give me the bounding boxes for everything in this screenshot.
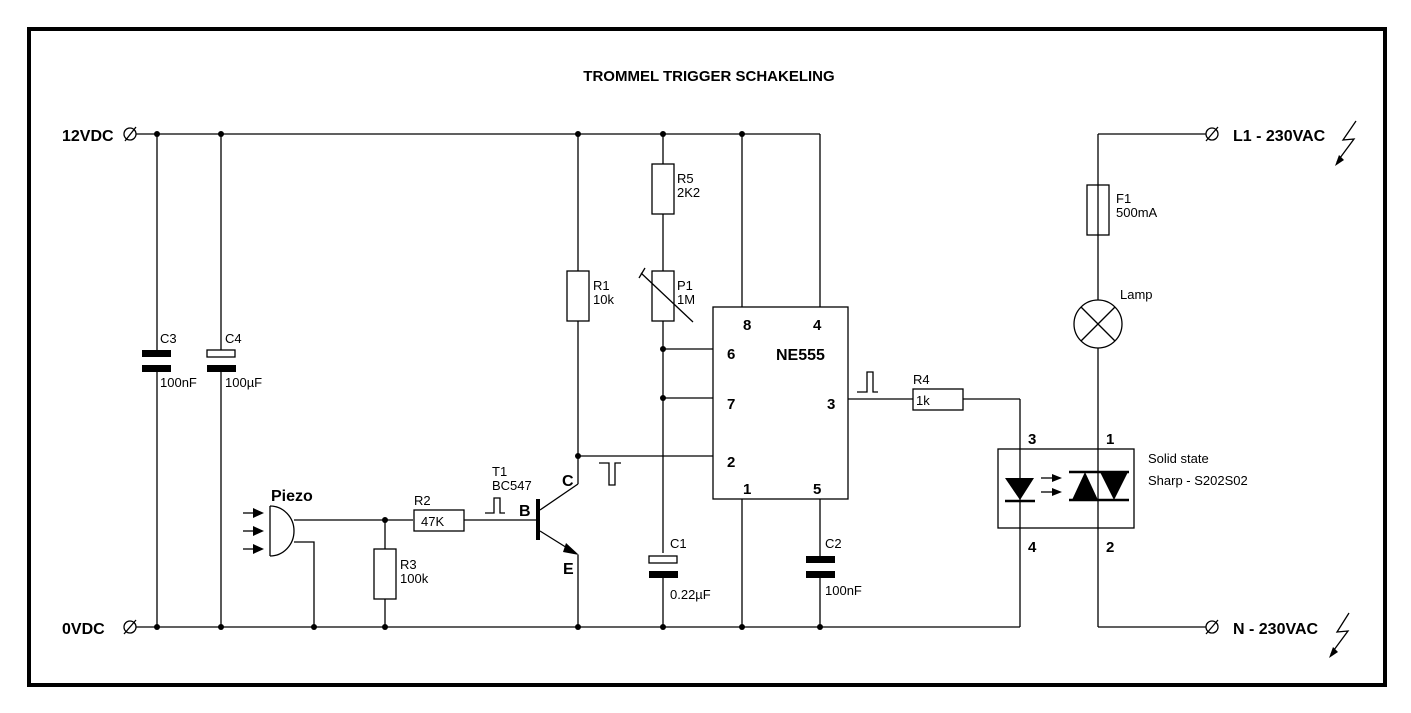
capacitor-c1: C1 0.22µF: [648, 536, 711, 627]
r3-value: 100k: [400, 571, 429, 586]
ssr-label-line2: Sharp - S202S02: [1148, 473, 1248, 488]
line-terminal: L1 - 230VAC: [1205, 120, 1357, 166]
ic-pin-5: 5: [813, 481, 821, 498]
ssr-pin-1: 1: [1106, 431, 1114, 448]
potentiometer-p1: P1 1M: [638, 267, 695, 553]
resistor-r2: R2 47K: [413, 493, 536, 532]
piezo-sensor: Piezo: [243, 488, 413, 627]
triac-icon: [1069, 470, 1129, 502]
ic-pin-4: 4: [813, 317, 822, 334]
r2-value: 47K: [421, 514, 444, 529]
emitter-arrow-icon: [563, 543, 579, 555]
transistor-t1: T1 BC547 B C E: [492, 456, 579, 627]
negative-pulse-icon: [599, 462, 621, 486]
mains-circuit: F1 500mA: [1086, 133, 1206, 628]
resistor-r3: R3 100k: [373, 517, 429, 627]
r2-ref: R2: [414, 493, 431, 508]
terminal-icon: [123, 620, 137, 634]
c3-value: 100nF: [160, 375, 197, 390]
ic-label: NE555: [776, 347, 825, 364]
capacitor-c2: C2 100nF: [806, 536, 862, 627]
positive-pulse-icon: [485, 497, 505, 514]
p1-value: 1M: [677, 292, 695, 307]
c4-value: 100µF: [225, 375, 262, 390]
r1-ref: R1: [593, 278, 610, 293]
piezo-label: Piezo: [271, 488, 313, 505]
capacitor-c4: C4 100µF: [206, 134, 262, 627]
ssr-pin-3: 3: [1028, 431, 1036, 448]
terminal-icon: [1205, 127, 1219, 141]
t1-pin-c: C: [562, 473, 574, 490]
lamp: Lamp: [1073, 287, 1153, 349]
f1-value: 500mA: [1116, 205, 1158, 220]
led-icon: [1005, 478, 1034, 500]
capacitor-c3: C3 100nF: [142, 134, 197, 627]
trigger-link: [575, 453, 713, 486]
positive-pulse-icon: [857, 371, 878, 393]
input-arrows-icon: [243, 508, 264, 554]
neutral-label: N - 230VAC: [1233, 621, 1319, 638]
resistor-r4: R4 1k: [848, 371, 1021, 449]
ic-pin-6: 6: [727, 346, 735, 363]
ic-pin-1: 1: [743, 481, 751, 498]
ssr-pin-2: 2: [1106, 539, 1114, 556]
c4-ref: C4: [225, 331, 242, 346]
solid-state-relay: 3 1 4 2 Solid state Sharp - S202S02: [997, 431, 1248, 556]
ssr-pin-4: 4: [1028, 539, 1037, 556]
ic-pin-3: 3: [827, 396, 835, 413]
diagram-title: TROMMEL TRIGGER SCHAKELING: [583, 68, 834, 85]
neutral-terminal: N - 230VAC: [1205, 612, 1350, 658]
f1-ref: F1: [1116, 191, 1131, 206]
threshold-discharge-links: [660, 346, 713, 401]
c1-ref: C1: [670, 536, 687, 551]
vcc-label: 12VDC: [62, 128, 114, 145]
resistor-r1: R1 10k: [566, 134, 614, 456]
variable-arrow-icon: [640, 272, 694, 323]
t1-pin-e: E: [563, 561, 574, 578]
r5-value: 2K2: [677, 185, 700, 200]
vcc-terminal: 12VDC: [62, 126, 137, 145]
high-voltage-icon: [1329, 612, 1350, 658]
lamp-label: Lamp: [1120, 287, 1153, 302]
vcc-rail: [136, 133, 821, 307]
c2-ref: C2: [825, 536, 842, 551]
r4-ref: R4: [913, 372, 930, 387]
c3-ref: C3: [160, 331, 177, 346]
ic-ne555: NE555 8 4 6 7 2 3 1 5: [712, 134, 849, 627]
p1-ref: P1: [677, 278, 693, 293]
ic-pin-7: 7: [727, 396, 735, 413]
ic-pin-2: 2: [727, 454, 735, 471]
gnd-terminal: 0VDC: [62, 619, 137, 638]
c2-value: 100nF: [825, 583, 862, 598]
t1-ref: T1: [492, 464, 507, 479]
gnd-label: 0VDC: [62, 621, 105, 638]
ic-pin-8: 8: [743, 317, 751, 334]
line-label: L1 - 230VAC: [1233, 128, 1326, 145]
ssr-label-line1: Solid state: [1148, 451, 1209, 466]
high-voltage-icon: [1335, 120, 1357, 166]
terminal-icon: [1205, 620, 1219, 634]
r3-ref: R3: [400, 557, 417, 572]
t1-value: BC547: [492, 478, 532, 493]
r1-value: 10k: [593, 292, 614, 307]
resistor-r5: R5 2K2: [651, 134, 700, 271]
light-arrows-icon: [1041, 474, 1062, 496]
r4-value: 1k: [916, 393, 930, 408]
c1-value: 0.22µF: [670, 587, 711, 602]
terminal-icon: [123, 127, 137, 141]
t1-pin-b: B: [519, 503, 531, 520]
diagram-frame: [27, 27, 1387, 687]
r5-ref: R5: [677, 171, 694, 186]
